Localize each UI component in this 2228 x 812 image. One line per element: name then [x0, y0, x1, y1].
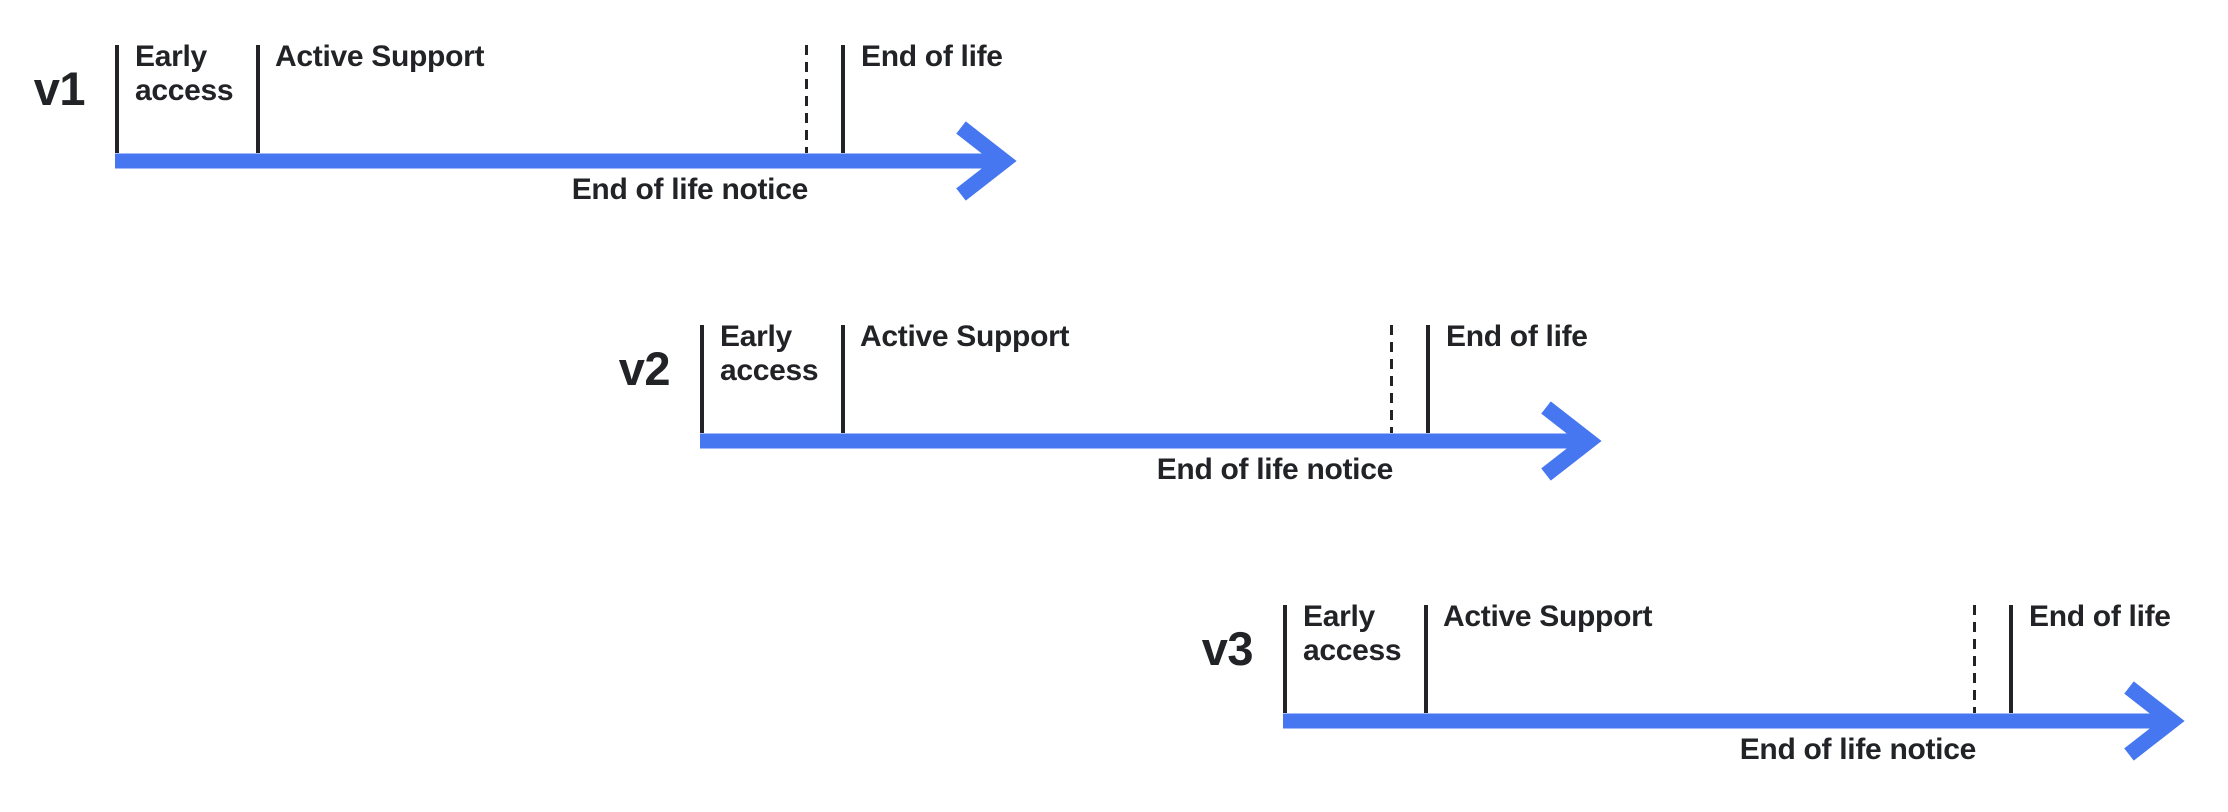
eol-notice-dashed-line: [1390, 325, 1393, 433]
end-of-life-notice-label: End of life notice: [571, 173, 809, 206]
version-label: v3: [1201, 622, 1254, 675]
active-support-label: Active Support: [275, 40, 485, 73]
eol-notice-dashed-line: [805, 45, 808, 153]
early-access-label: Early access: [1303, 600, 1402, 667]
end-of-life-tick: [841, 45, 845, 153]
early-access-start-tick: [700, 325, 704, 433]
end-of-life-notice-label: End of life notice: [1156, 453, 1394, 486]
end-of-life-tick: [2009, 605, 2013, 713]
version-label: v1: [33, 62, 86, 115]
early-access-start-tick: [115, 45, 119, 153]
early-access-label: Early access: [135, 40, 234, 107]
end-of-life-tick: [1426, 325, 1430, 433]
active-support-start-tick: [841, 325, 845, 433]
early-access-start-tick: [1283, 605, 1287, 713]
version-label: v2: [618, 342, 671, 395]
timeline-arrow: [700, 400, 1602, 481]
active-support-label: Active Support: [860, 320, 1070, 353]
end-of-life-notice-label: End of life notice: [1739, 733, 1977, 766]
end-of-life-label: End of life: [2029, 600, 2171, 633]
end-of-life-label: End of life: [1446, 320, 1588, 353]
active-support-start-tick: [1424, 605, 1428, 713]
timeline-arrow: [1283, 680, 2185, 761]
eol-notice-dashed-line: [1973, 605, 1976, 713]
active-support-start-tick: [256, 45, 260, 153]
active-support-label: Active Support: [1443, 600, 1653, 633]
early-access-label: Early access: [720, 320, 819, 387]
timeline-arrow: [115, 120, 1017, 201]
end-of-life-label: End of life: [861, 40, 1003, 73]
